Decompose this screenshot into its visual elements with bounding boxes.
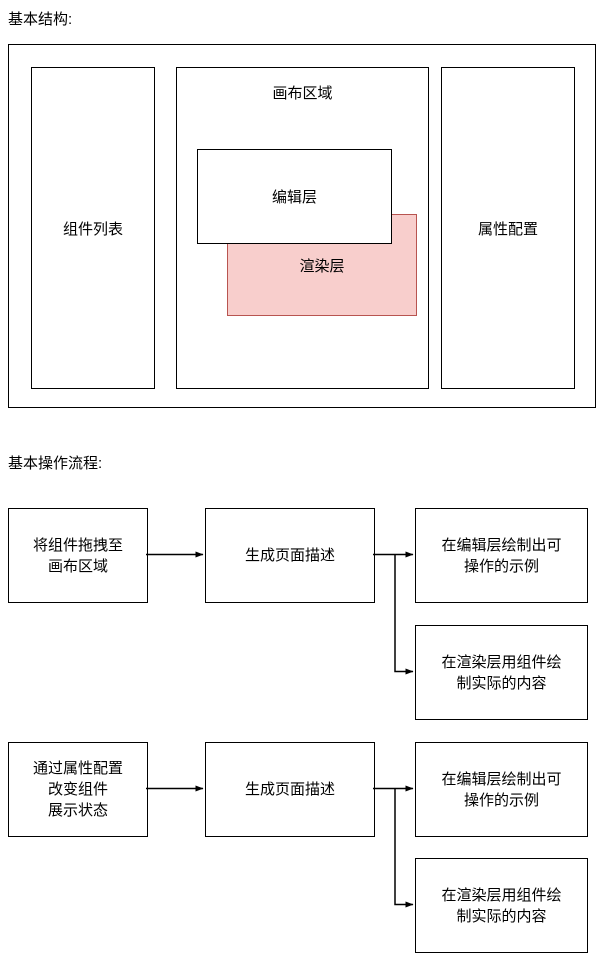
flow1-step2-box: 生成页面描述 (205, 508, 375, 603)
structure-container: 组件列表 画布区域 渲染层 编辑层 属性配置 (8, 44, 596, 408)
flow2-branch1-label: 在编辑层绘制出可 操作的示例 (441, 770, 562, 809)
flow2-step2-box: 生成页面描述 (205, 742, 375, 837)
flow2-branch2-box: 在渲染层用组件绘 制实际的内容 (415, 858, 588, 953)
edit-layer-box: 编辑层 (197, 149, 392, 244)
flow2-step2-label: 生成页面描述 (244, 781, 335, 798)
flow1-branch2-label: 在渲染层用组件绘 制实际的内容 (441, 653, 562, 692)
flow1-branch1-box: 在编辑层绘制出可 操作的示例 (415, 508, 588, 603)
render-layer-label: 渲染层 (299, 257, 345, 275)
flow1-step2-label: 生成页面描述 (244, 547, 335, 564)
flow2-step1-box: 通过属性配置 改变组件 展示状态 (8, 742, 148, 837)
flow1-branch1-label: 在编辑层绘制出可 操作的示例 (441, 536, 562, 575)
flow2-step1-label: 通过属性配置 改变组件 展示状态 (32, 760, 123, 819)
flow-section-title: 基本操作流程: (8, 455, 103, 472)
canvas-area-label: 画布区域 (272, 85, 333, 102)
flow1-branch2-box: 在渲染层用组件绘 制实际的内容 (415, 625, 588, 720)
component-list-label: 组件列表 (62, 220, 123, 238)
structure-section-title: 基本结构: (8, 11, 73, 28)
flow2-branch1-box: 在编辑层绘制出可 操作的示例 (415, 742, 588, 837)
edit-layer-label: 编辑层 (271, 189, 317, 206)
flow1-step1-label: 将组件拖拽至 画布区域 (32, 536, 123, 575)
canvas-area-box: 画布区域 渲染层 编辑层 (176, 67, 429, 389)
component-list-box: 组件列表 (31, 67, 155, 389)
flow2-branch2-label: 在渲染层用组件绘 制实际的内容 (441, 886, 562, 925)
flow1-step1-box: 将组件拖拽至 画布区域 (8, 508, 148, 603)
property-config-box: 属性配置 (441, 67, 575, 389)
property-config-label: 属性配置 (477, 220, 538, 238)
